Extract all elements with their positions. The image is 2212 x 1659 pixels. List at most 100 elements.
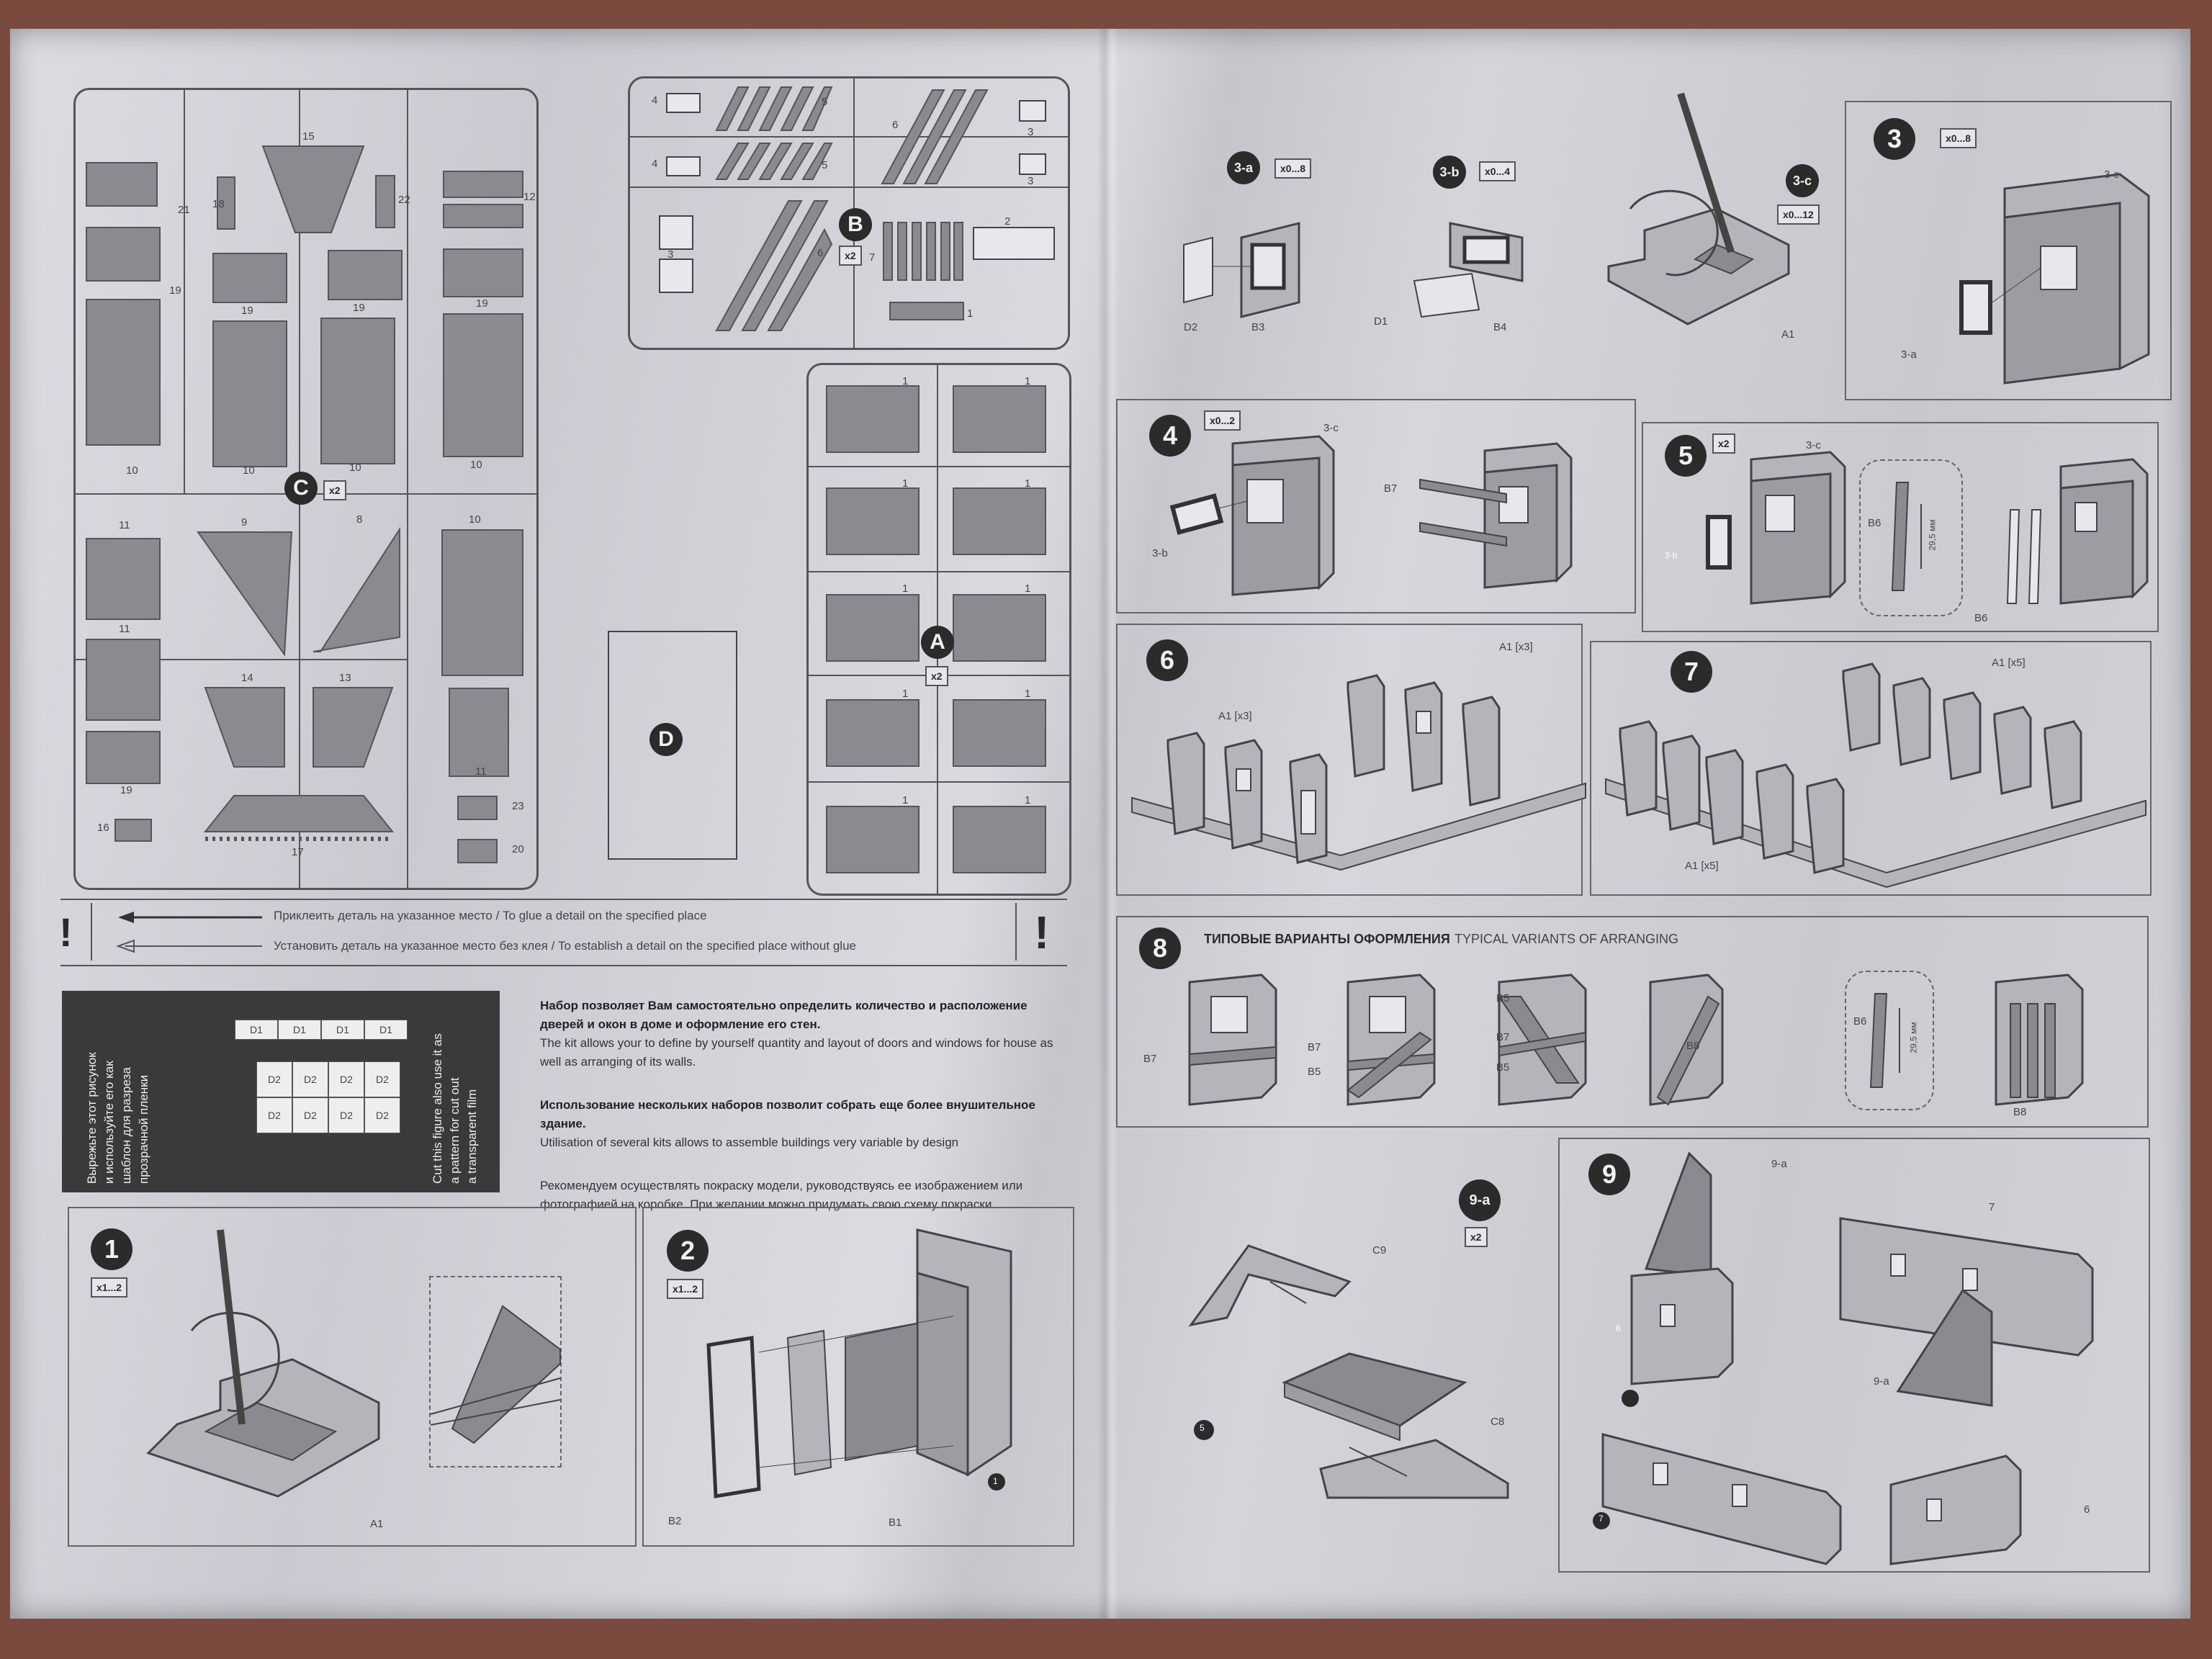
legend-bottom-rule [60, 965, 1067, 966]
sprue-part-wall [953, 699, 1046, 767]
sprue-part [86, 299, 161, 446]
sprue-number: 3 [1028, 175, 1034, 187]
sprue-number: 1 [1025, 477, 1031, 490]
step-8-panel: 8 ТИПОВЫЕ ВАРИАНТЫ ОФОРМЛЕНИЯ TYPICAL VA… [1116, 916, 2149, 1128]
sprue-part [212, 253, 287, 303]
sprue-number: 11 [475, 765, 487, 778]
legend-divider [1015, 903, 1017, 961]
template-ru-line: и используйте его как [102, 1061, 116, 1184]
step-7-panel: 7 A1 [x5] A1 [x5] [1590, 641, 2152, 896]
sprue-a: 1 1 1 1 1 1 1 1 1 1 A x2 [806, 363, 1071, 896]
step-7-illustration [1605, 662, 2146, 889]
sprue-part [443, 171, 523, 198]
step-number-badge: 6 [1146, 639, 1188, 681]
step-quantity: x1...2 [667, 1279, 704, 1299]
part-label: 9-a [1874, 1375, 1889, 1388]
part-label: B4 [1493, 321, 1507, 333]
sprue-number: 9 [241, 516, 248, 529]
step-quantity: x2 [1712, 433, 1735, 454]
template-cell-d1: D1 [235, 1020, 278, 1040]
legend-mark-right: ! [1034, 907, 1050, 958]
sprue-part-wall [953, 487, 1046, 555]
sprue-number: 1 [1025, 688, 1031, 700]
sprue-number: 5 [822, 96, 828, 108]
part-label: C9 [1372, 1244, 1387, 1256]
sprue-letter-badge: B [839, 208, 872, 241]
sprue-number: 1 [1025, 375, 1031, 387]
sprue-part-beams [715, 143, 833, 180]
step-number-badge: 1 [91, 1228, 132, 1270]
part-label: B1 [889, 1516, 902, 1529]
sprue-number: 14 [241, 672, 253, 684]
sprue-number: 13 [339, 672, 351, 684]
sprue-part-frame [659, 215, 693, 250]
part-label: 6 [2084, 1503, 2090, 1516]
sprue-number: 1 [967, 307, 974, 320]
sprue-part-wall [826, 487, 920, 555]
template-cell-d2: D2 [256, 1061, 292, 1097]
blade-detail-illustration [430, 1305, 561, 1444]
sprue-number: 20 [512, 843, 524, 855]
sprue-number: 10 [126, 464, 138, 477]
note-en: The kit allows your to define by yoursel… [540, 1036, 1053, 1069]
sprue-part [328, 250, 403, 300]
sprue-part [457, 839, 498, 863]
sprue-number: 10 [349, 462, 361, 474]
sprue-part [217, 176, 235, 230]
part-label: B5 [1308, 1066, 1321, 1078]
sprue-number: 1 [1025, 583, 1031, 595]
sprue-part-wall [953, 806, 1046, 873]
sprue-number: 10 [469, 513, 481, 526]
part-label: B7 [1384, 482, 1398, 495]
step-number-badge: 5 [1665, 435, 1707, 477]
template-cell-d2: D2 [292, 1061, 328, 1097]
step-2-panel: 2 x1...2 B2 B1 1 [642, 1207, 1074, 1547]
step-number-badge: 8 [1139, 927, 1181, 969]
part-label: C8 [1491, 1416, 1505, 1428]
sprue-number: 4 [652, 94, 658, 107]
step-9-illustration [1593, 1151, 2094, 1565]
note-ru: Использование нескольких наборов позволи… [540, 1098, 1035, 1130]
step-number-badge: 3-b [1433, 156, 1466, 189]
part-label: 3-a [1901, 349, 1917, 361]
sprue-b-runner [630, 136, 1068, 138]
step-quantity: x0...8 [1940, 128, 1977, 148]
part-label: A1 [x5] [1992, 657, 2026, 669]
no-glue-arrow-icon [116, 939, 262, 953]
sprue-number: 1 [902, 583, 909, 595]
part-label: B6 [1868, 517, 1881, 529]
sprue-a-runner [809, 781, 1069, 783]
step-number-badge: 3-c [1786, 164, 1819, 197]
legend-mark-left: ! [59, 909, 73, 955]
legend-top-rule [60, 899, 1067, 900]
sprue-part [86, 639, 161, 721]
step-number-badge: 9-a [1459, 1179, 1501, 1221]
sprue-part-frame [973, 227, 1055, 260]
sprue-number: 10 [470, 459, 482, 471]
step-5-detail [1859, 459, 1963, 616]
sprue-part-gable [197, 531, 293, 657]
part-label: B6 [1853, 1015, 1867, 1028]
sprue-part [114, 819, 152, 842]
step-8-illustration [1188, 974, 2084, 1106]
sprue-b: 4 5 4 5 6 3 3 2 3 6 7 1 B x2 [628, 76, 1070, 350]
step-1-detail [429, 1276, 562, 1467]
part-label: B2 [668, 1515, 682, 1527]
step-3c-illustration [1607, 92, 1790, 325]
step-8-detail [1845, 971, 1934, 1110]
film-template-box: Вырежьте этот рисунок и используйте его … [62, 991, 500, 1192]
sprue-number: 19 [353, 302, 365, 314]
legend-no-glue-text: Установить деталь на указанное место без… [274, 939, 856, 953]
sprue-number: 22 [398, 194, 410, 206]
template-cell-d2: D2 [292, 1097, 328, 1133]
template-cell-d2: D2 [364, 1097, 400, 1133]
sprue-part-shutters [883, 222, 963, 281]
step-9a-illustration [1188, 1244, 1509, 1499]
sprue-c: 15 21 18 22 12 19 19 19 19 10 10 10 10 1… [73, 88, 539, 890]
step-quantity: x0...8 [1274, 158, 1312, 179]
template-en-line: a pattern for cut out [448, 1077, 462, 1184]
sprue-part [889, 302, 964, 320]
sprue-part-beams [715, 200, 833, 331]
part-label: B8 [2013, 1106, 2027, 1118]
